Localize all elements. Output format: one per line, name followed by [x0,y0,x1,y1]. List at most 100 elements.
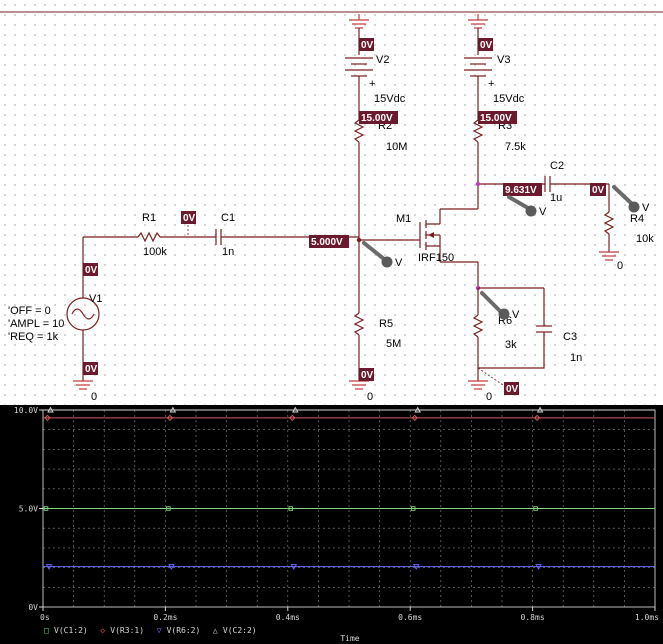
voltage-probe-source[interactable]: V [480,291,520,321]
svg-text:0V: 0V [361,40,374,51]
r4-value: 10k [636,233,654,245]
voltage-probe-drain[interactable]: V [507,195,547,218]
legend-label[interactable]: V(R6:2) [167,626,201,635]
svg-text:V: V [512,309,520,321]
bias-marker-source-gnd[interactable]: 0V [504,382,519,395]
y-tick-label: 0V [28,603,38,612]
x-tick-label: 0.2ms [153,613,177,622]
c1-capacitor[interactable] [215,229,222,245]
v1-vampl: 'AMPL = 10 [8,318,64,330]
svg-text:0V: 0V [85,364,98,375]
bias-marker-r5-bottom[interactable]: 0V [359,368,374,381]
legend-label[interactable]: V(C1:2) [54,626,88,635]
v3-ground-symbol[interactable] [468,14,488,29]
m1-mosfet[interactable] [359,208,478,263]
v3-battery-symbol[interactable]: + [464,57,494,90]
svg-text:15.00V: 15.00V [480,113,512,124]
c2-value: 1u [550,192,562,204]
series-point-V(C2:2) [169,406,177,413]
bias-marker-c1-left[interactable]: 0V [181,211,196,224]
series-point-V(R6:2) [45,564,53,571]
r4-resistor[interactable] [603,184,615,252]
svg-text:9.631V: 9.631V [505,185,537,196]
r5-resistor[interactable] [353,240,365,381]
c2-name: C2 [550,160,564,172]
r5-ground-symbol[interactable] [349,380,369,390]
c3-value: 1n [570,352,582,364]
r1-resistor[interactable] [137,231,161,243]
source-ground-symbol[interactable] [468,380,488,390]
legend-label[interactable]: V(R3:1) [110,626,144,635]
legend-symbol: △ [213,626,218,635]
x-axis-label: Time [340,634,359,643]
ground-label-v1: 0 [91,391,97,403]
legend-label[interactable]: V(C2:2) [223,626,257,635]
schematic-canvas[interactable]: + V2 15Vdc + V3 15Vdc R2 10M R3 7.5k C2 … [0,0,663,405]
series-point-V(C2:2) [536,406,544,413]
bias-marker-v3-gnd[interactable]: 0V [478,38,493,51]
bias-marker-drain[interactable]: 9.631V [503,183,542,196]
ground-label-source: 0 [486,391,492,403]
v2-plus-sign: + [369,78,375,90]
c3-capacitor[interactable] [536,325,552,333]
r6-value: 3k [505,339,517,351]
svg-text:0V: 0V [361,370,374,381]
r3-value: 7.5k [505,141,526,153]
x-tick-label: 0.4ms [276,613,300,622]
series-point-V(C1:2) [288,506,294,511]
r2-value: 10M [386,141,407,153]
bias-marker-output[interactable]: 0V [590,183,606,196]
v2-battery-symbol[interactable]: + [345,57,375,90]
c2-capacitor[interactable] [544,176,551,192]
bias-marker-v2-gnd[interactable]: 0V [359,38,374,51]
v3-value: 15Vdc [493,93,525,105]
m1-value: IRF150 [418,252,454,264]
c1-name: C1 [221,212,235,224]
svg-text:0V: 0V [480,40,493,51]
r4-ground-symbol[interactable] [599,251,619,261]
series-point-V(C1:2) [43,506,49,511]
bias-marker-gate[interactable]: 5.000V [309,235,349,248]
c1-value: 1n [222,246,234,258]
series-point-V(R3:1) [533,414,541,422]
bias-marker-v1-top[interactable]: 0V [83,263,98,276]
plot-legend[interactable]: □V(C1:2)◇V(R3:1)▽V(R6:2)△V(C2:2) [44,626,257,635]
svg-text:V: V [539,206,547,218]
voltage-probe-gate[interactable]: V [362,241,403,269]
gate-junction-dot [356,237,362,243]
svg-text:5.000V: 5.000V [311,237,343,248]
drain-junction-dot [475,181,481,187]
series-point-V(R6:2) [168,564,175,571]
v1-ground-symbol[interactable] [73,380,93,390]
r1-name: R1 [142,212,156,224]
series-point-V(C1:2) [166,506,171,511]
series-point-V(R6:2) [412,564,420,571]
legend-symbol: ◇ [100,626,105,635]
ground-label-r5: 0 [367,391,373,403]
y-tick-label: 10.0V [14,406,38,415]
m1-name: M1 [396,213,411,225]
series-point-V(R3:1) [411,414,418,422]
voltage-probe-output[interactable]: V [612,185,650,214]
v2-ground-symbol[interactable] [349,14,369,29]
bias-marker-v2-top[interactable]: 15.00V [359,111,398,124]
series-point-V(R3:1) [166,414,174,422]
x-tick-label: 0.6ms [398,613,422,622]
v3-name: V3 [497,54,510,66]
series-point-V(C2:2) [292,406,299,413]
svg-text:15.00V: 15.00V [361,113,393,124]
legend-symbol: □ [44,626,49,635]
r5-name: R5 [379,318,393,330]
x-tick-label: 1.0ms [635,613,659,622]
r2-resistor[interactable] [353,112,365,240]
svg-text:0V: 0V [506,384,519,395]
bias-marker-v1-bottom[interactable]: 0V [83,362,98,375]
v1-voff: 'OFF = 0 [8,305,51,317]
ground-label-r4: 0 [617,260,623,272]
series-point-V(R6:2) [290,564,298,571]
svg-text:V: V [395,257,403,269]
r6-resistor[interactable] [472,288,484,368]
r3-resistor[interactable] [472,112,484,209]
bias-marker-v3-top[interactable]: 15.00V [478,111,517,124]
